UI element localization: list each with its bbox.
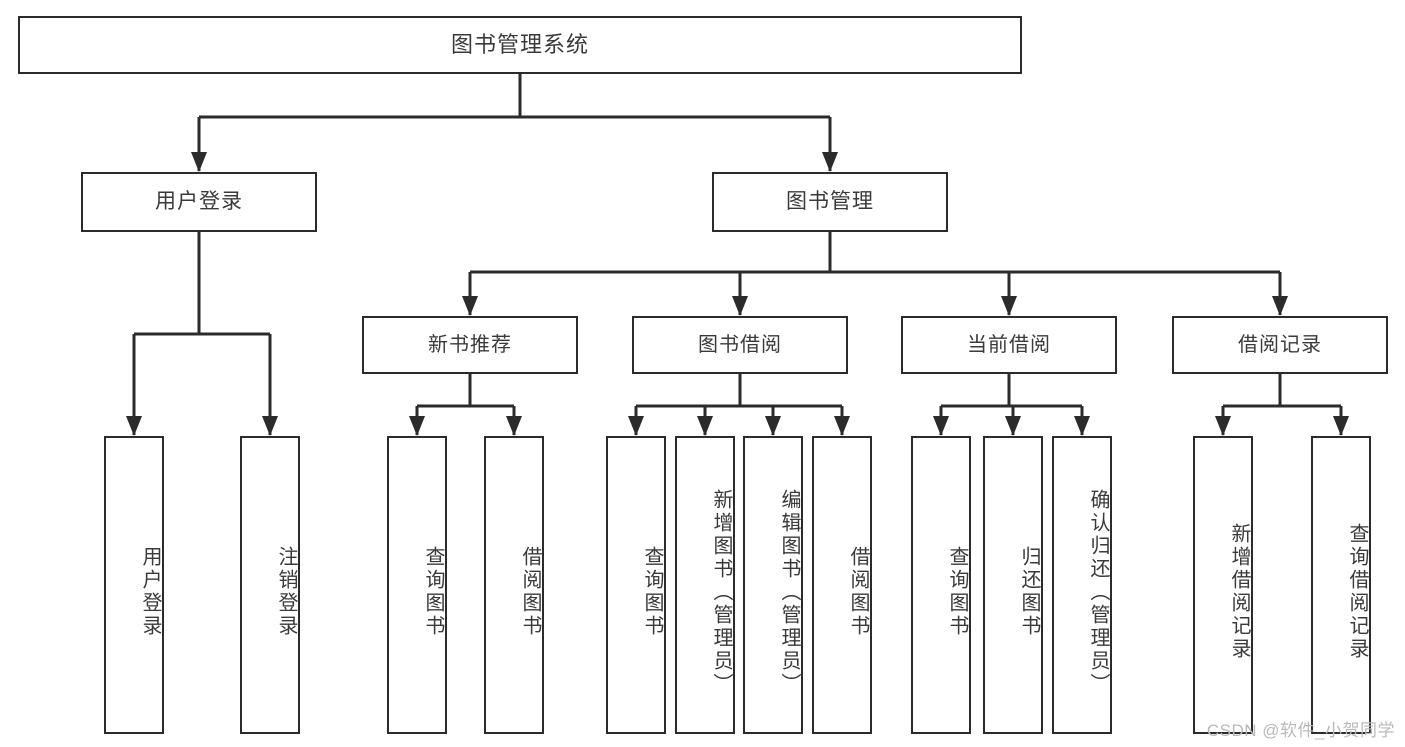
node-label: 新增借阅记录 — [1228, 523, 1250, 661]
node-label: 用户登录 — [139, 546, 161, 638]
node-label: 当前借阅 — [967, 333, 1051, 356]
node-label: 用户登录 — [155, 189, 243, 213]
node-user_login[interactable]: 用户登录 — [81, 172, 317, 232]
node-label: 图书借阅 — [698, 333, 782, 356]
arrowhead — [1272, 296, 1288, 316]
node-label: 图书管理系统 — [450, 32, 589, 58]
arrowhead — [697, 416, 713, 436]
node-book_borrow[interactable]: 图书借阅 — [632, 316, 848, 374]
node-label: 注销登录 — [275, 546, 297, 638]
arrowhead — [262, 416, 278, 436]
node-label: 新增图书（管理员） — [710, 488, 732, 696]
arrowhead — [765, 416, 781, 436]
node-l_bb_edit[interactable]: 编辑图书（管理员） — [743, 436, 803, 734]
arrowhead — [1333, 416, 1349, 436]
node-l_bl_add[interactable]: 新增借阅记录 — [1193, 436, 1253, 734]
arrowhead — [933, 416, 949, 436]
arrowhead — [1005, 416, 1021, 436]
node-l_cb_query[interactable]: 查询图书 — [911, 436, 971, 734]
node-cur_borrow[interactable]: 当前借阅 — [901, 316, 1117, 374]
arrowhead — [822, 152, 838, 172]
node-label: 编辑图书（管理员） — [778, 488, 800, 696]
node-l_bb_add[interactable]: 新增图书（管理员） — [675, 436, 735, 734]
node-label: 查询图书 — [641, 546, 663, 638]
node-l_user_login[interactable]: 用户登录 — [104, 436, 164, 734]
node-label: 借阅图书 — [847, 546, 869, 638]
arrowhead — [834, 416, 850, 436]
node-label: 图书管理 — [786, 189, 874, 213]
arrowhead — [409, 416, 425, 436]
arrowhead — [506, 416, 522, 436]
arrowhead — [1074, 416, 1090, 436]
node-label: 查询图书 — [422, 546, 444, 638]
watermark: CSDN @软件_小贺同学 — [1206, 721, 1395, 740]
arrowhead — [191, 152, 207, 172]
node-label: 借阅记录 — [1238, 333, 1322, 356]
node-l_cb_confirm[interactable]: 确认归还（管理员） — [1052, 436, 1112, 734]
node-root[interactable]: 图书管理系统 — [18, 16, 1022, 74]
node-l_cb_return[interactable]: 归还图书 — [983, 436, 1043, 734]
node-label: 新书推荐 — [428, 333, 512, 356]
node-label: 归还图书 — [1018, 546, 1040, 638]
node-label: 查询借阅记录 — [1346, 523, 1368, 661]
arrowhead — [628, 416, 644, 436]
node-label: 查询图书 — [946, 546, 968, 638]
arrowhead — [732, 296, 748, 316]
node-l_bb_borrow[interactable]: 借阅图书 — [812, 436, 872, 734]
node-l_nb_query[interactable]: 查询图书 — [387, 436, 447, 734]
node-label: 借阅图书 — [519, 546, 541, 638]
node-l_bl_query[interactable]: 查询借阅记录 — [1311, 436, 1371, 734]
node-book_mgmt[interactable]: 图书管理 — [712, 172, 948, 232]
arrowhead — [1215, 416, 1231, 436]
node-label: 确认归还（管理员） — [1087, 488, 1109, 696]
node-l_nb_borrow[interactable]: 借阅图书 — [484, 436, 544, 734]
node-new_book_rec[interactable]: 新书推荐 — [362, 316, 578, 374]
node-l_user_logout[interactable]: 注销登录 — [240, 436, 300, 734]
arrowhead — [1001, 296, 1017, 316]
node-borrow_log[interactable]: 借阅记录 — [1172, 316, 1388, 374]
arrowhead — [126, 416, 142, 436]
node-l_bb_query[interactable]: 查询图书 — [606, 436, 666, 734]
arrowhead — [462, 296, 478, 316]
